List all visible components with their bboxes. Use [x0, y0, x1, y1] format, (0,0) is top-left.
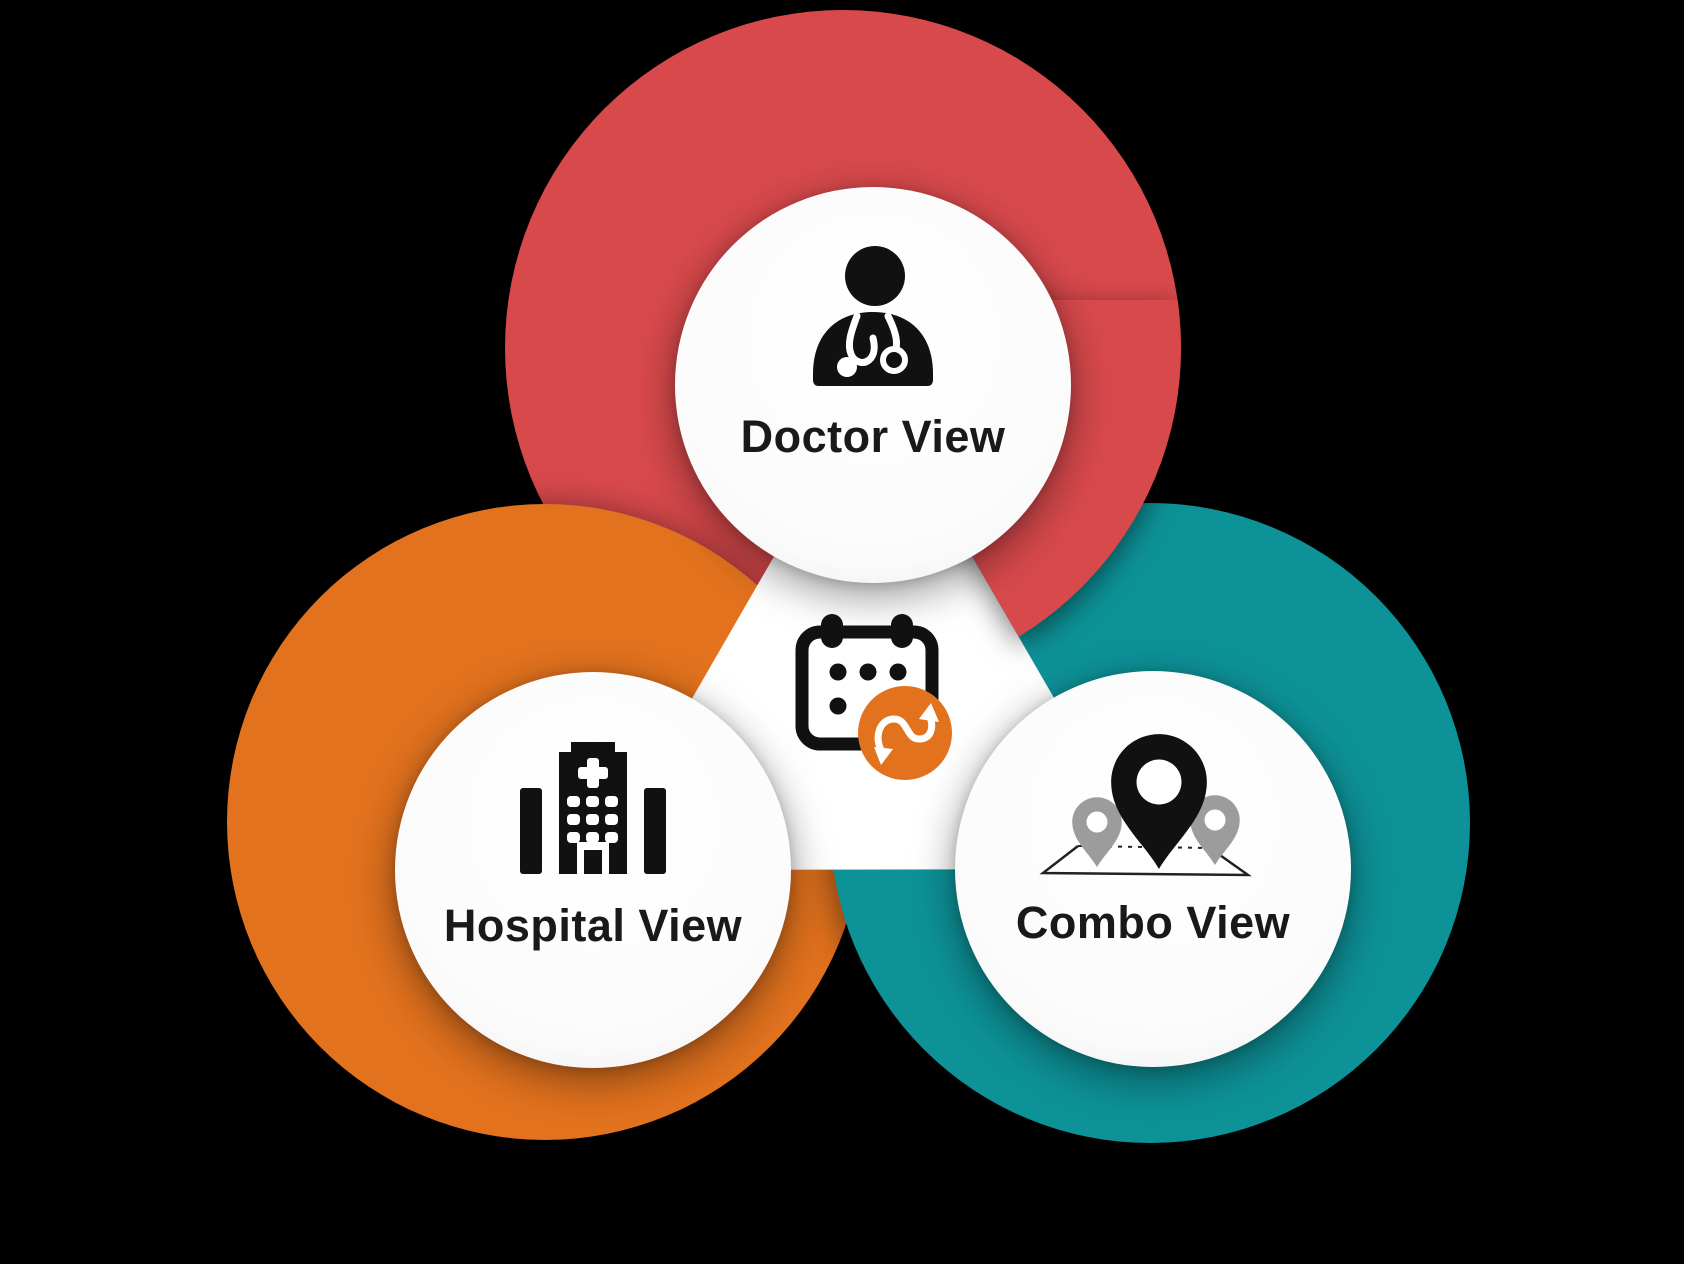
doctor-head [845, 246, 905, 306]
calendar-peg-right [891, 614, 913, 648]
doctor-icon [813, 246, 933, 386]
hospital-icon [520, 742, 666, 874]
map-plane-edges [1039, 845, 1252, 877]
sync-arrowhead-down [874, 747, 893, 765]
gray-pin-left [1072, 797, 1122, 867]
stethoscope-left-tube [845, 312, 878, 366]
stethoscope-right-tube [884, 312, 900, 352]
sync-badge-circle [858, 686, 952, 780]
calendar-peg-left [821, 614, 843, 648]
sync-arrows-icon [858, 686, 952, 780]
combo-view-label: Combo View [1015, 897, 1291, 948]
hospital-cross-h [578, 767, 608, 779]
hospital-right-wing [644, 788, 666, 874]
stethoscope-chestpiece [837, 357, 857, 377]
sync-s-curve [874, 713, 936, 757]
doctor-view-label: Doctor View [740, 411, 1006, 462]
hospital-windows [567, 796, 618, 843]
calendar-dots [829, 663, 907, 715]
combo-pins-icon [1039, 734, 1252, 877]
stethoscope-ring [880, 346, 908, 374]
hospital-view-label: Hospital View [443, 900, 743, 951]
hospital-door [584, 850, 602, 874]
hospital-left-wing [520, 788, 542, 874]
calendar-icon [795, 614, 952, 780]
black-pin-main [1111, 734, 1207, 869]
hospital-roof-step [571, 742, 615, 756]
sync-arrowhead-up [919, 703, 939, 722]
gray-pin-right [1190, 795, 1240, 865]
